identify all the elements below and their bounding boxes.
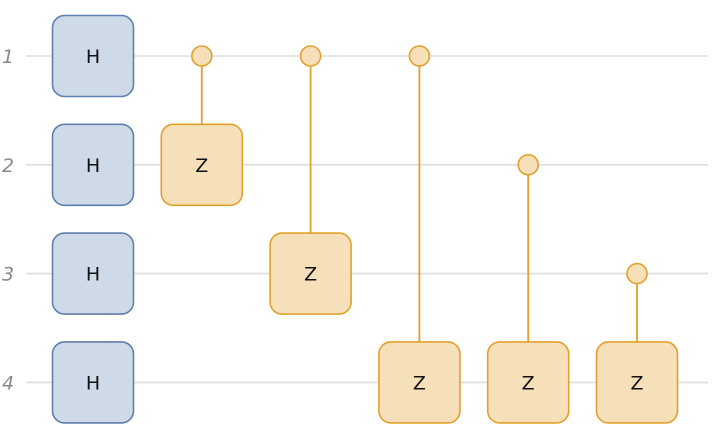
gate-box <box>51 341 135 424</box>
gate-box <box>51 232 135 315</box>
wire-label-1: 1 <box>2 46 14 68</box>
control-dot <box>517 154 540 176</box>
gate-label: Z <box>304 264 317 286</box>
gate-label: Z <box>195 155 208 177</box>
gate-z-8: Z <box>595 262 679 424</box>
wire-label-2: 2 <box>2 155 14 177</box>
gate-z-5: Z <box>269 45 352 315</box>
gate-label: H <box>86 155 100 177</box>
gate-h-3: H <box>51 341 135 424</box>
gate-box <box>378 341 461 424</box>
gate-box <box>595 341 679 424</box>
gate-z-4: Z <box>160 45 244 207</box>
control-dot <box>299 45 322 67</box>
gate-label: Z <box>630 372 643 394</box>
gate-box <box>269 232 352 315</box>
gate-h-1: H <box>51 123 135 207</box>
wire-label-4: 4 <box>2 372 14 394</box>
gate-z-7: Z <box>486 154 570 424</box>
gate-label: Z <box>413 372 426 394</box>
gate-z-6: Z <box>378 45 461 424</box>
control-dot <box>191 45 213 67</box>
wire-label-3: 3 <box>2 264 14 286</box>
gate-box <box>51 14 135 98</box>
control-dot <box>626 262 648 285</box>
gate-label: H <box>86 372 100 394</box>
gate-label: Z <box>522 372 535 394</box>
gate-box <box>160 123 244 207</box>
gate-box <box>486 341 570 424</box>
control-dot <box>408 45 431 67</box>
gate-label: H <box>86 264 100 286</box>
gate-label: H <box>86 46 100 68</box>
gate-h-2: H <box>51 232 135 315</box>
gate-box <box>51 123 135 207</box>
gate-h-0: H <box>51 14 135 98</box>
